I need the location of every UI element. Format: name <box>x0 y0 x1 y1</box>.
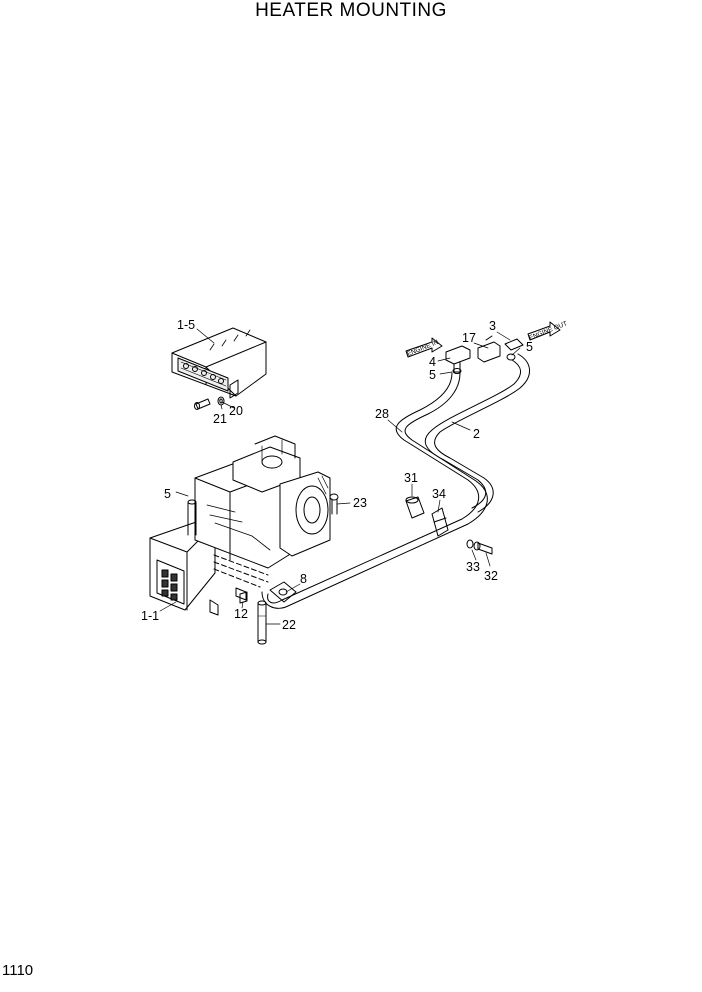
block-31-part <box>405 496 425 519</box>
heater-unit-part <box>149 435 331 616</box>
callout-31: 31 <box>404 471 418 485</box>
callout-28: 28 <box>375 407 389 421</box>
leader-lines <box>159 328 521 625</box>
page-title: HEATER MOUNTING <box>255 0 447 21</box>
callout-2: 2 <box>473 427 480 441</box>
cap-3-part <box>504 338 524 361</box>
engine-in-arrow <box>405 337 443 358</box>
callout-33: 33 <box>466 560 480 574</box>
callout-5-mid: 5 <box>429 368 436 382</box>
callout-5-left: 5 <box>164 487 171 501</box>
callout-12: 12 <box>234 607 248 621</box>
valve-17-part <box>477 335 501 363</box>
callout-17: 17 <box>462 331 476 345</box>
callout-32: 32 <box>484 569 498 583</box>
callout-22: 22 <box>282 618 296 632</box>
callout-4: 4 <box>429 355 436 369</box>
callout-1-1: 1-1 <box>141 609 159 623</box>
callout-1-5: 1-5 <box>177 318 195 332</box>
drain-pipe-22-part <box>257 600 267 645</box>
valve-4-part <box>445 345 471 374</box>
bolt-23-part <box>329 493 339 515</box>
clamp-8-part <box>269 581 297 603</box>
callout-21: 21 <box>213 412 227 426</box>
engine-out-label: ENGINE OUT <box>528 320 568 342</box>
callout-8: 8 <box>300 572 307 586</box>
callout-20: 20 <box>229 404 243 418</box>
hose-28-part <box>261 372 488 609</box>
hose-2-part <box>424 353 530 513</box>
screw-21-part <box>194 396 225 410</box>
control-panel-part <box>171 327 267 399</box>
engine-out-arrow <box>527 321 561 341</box>
bolt-32-part <box>466 539 493 555</box>
bolt-12-part <box>239 591 248 604</box>
callout-3: 3 <box>489 319 496 333</box>
callout-23: 23 <box>353 496 367 510</box>
callout-34: 34 <box>432 487 446 501</box>
page-number: 1110 <box>2 962 34 979</box>
callout-5-top: 5 <box>526 340 533 354</box>
